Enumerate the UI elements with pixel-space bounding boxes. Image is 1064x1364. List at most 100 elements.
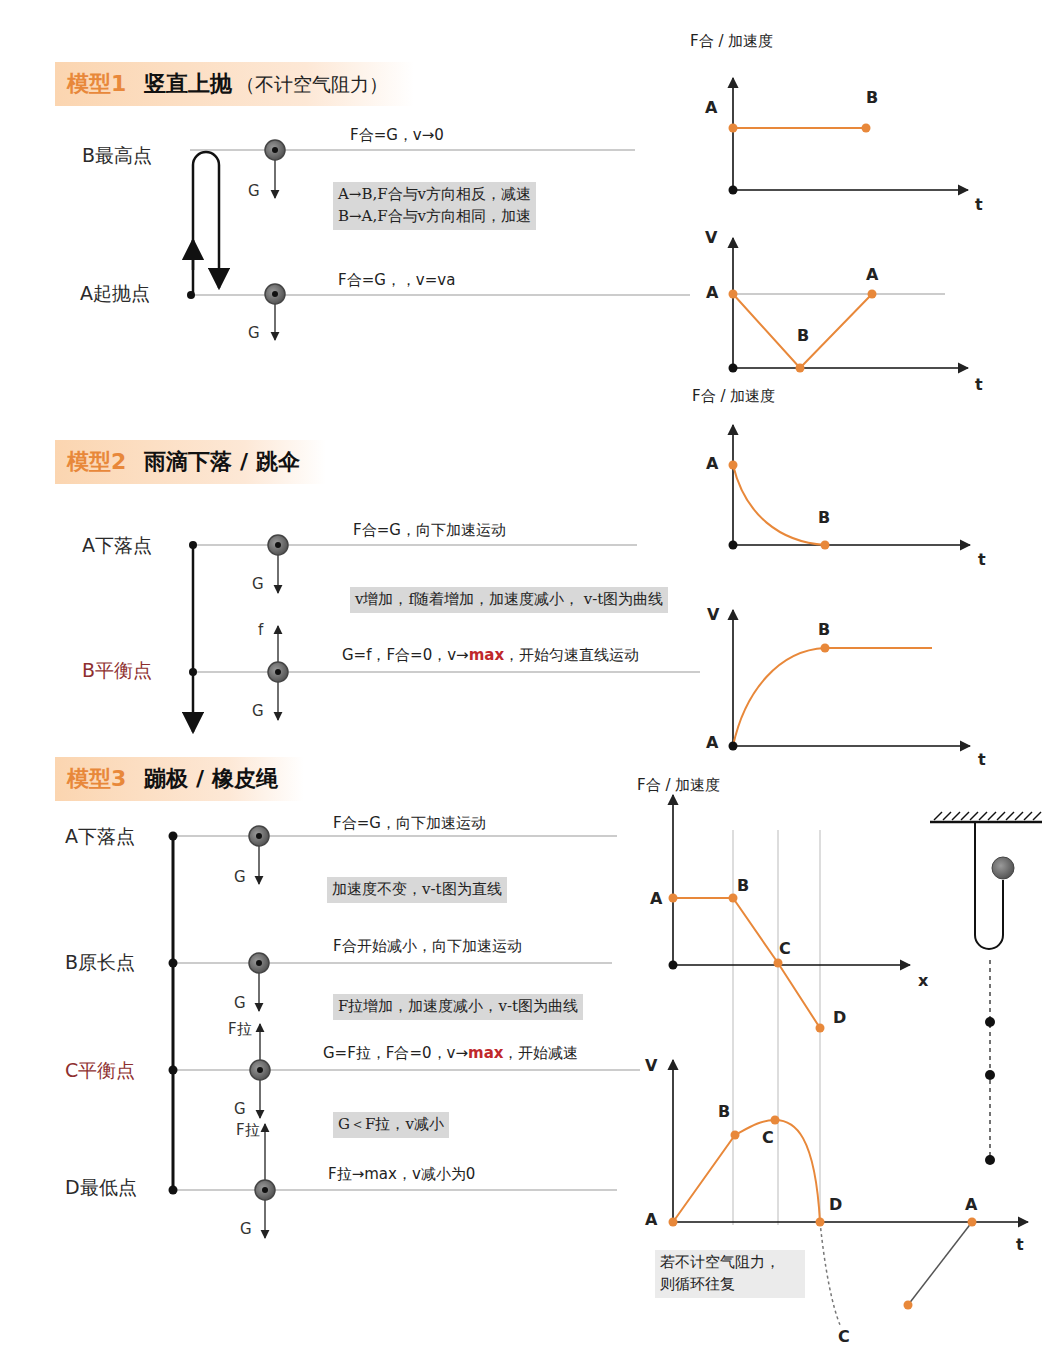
- axis-label: V: [705, 229, 717, 247]
- ball-center: [169, 959, 178, 968]
- bungee-sketch: [952, 812, 960, 820]
- model1-figure: [190, 150, 690, 295]
- section-header: 模型3蹦极 / 橡皮绳: [55, 757, 304, 801]
- origin-dot: [729, 364, 738, 373]
- bungee-sketch: [988, 812, 996, 820]
- graph-point: [821, 541, 830, 550]
- ball-center: [256, 960, 262, 966]
- axis-label: A: [645, 1211, 657, 1229]
- note-text: A→B,F合与v方向相反，减速: [338, 184, 531, 206]
- force-label: G: [248, 325, 260, 342]
- model2-figure: [193, 544, 637, 545]
- note-box: F拉增加，加速度减小，v-t图为曲线: [333, 994, 583, 1020]
- formula-text: max: [469, 647, 504, 664]
- ball: [268, 535, 288, 555]
- graph-curve: [733, 128, 872, 368]
- ball: [268, 662, 288, 682]
- graph-point: [816, 1024, 825, 1033]
- gravity-arrow: [274, 160, 275, 198]
- formula-text: G=f，F合=0，v→: [342, 647, 469, 664]
- fall-path: [172, 836, 175, 1190]
- axis-label: V: [645, 1057, 657, 1075]
- bungee-sketch: [934, 812, 1041, 820]
- bungee-sketch: [989, 960, 991, 1165]
- force-arrow: [259, 1024, 260, 1060]
- model2-figure: [193, 545, 700, 672]
- bungee-sketch: [943, 812, 951, 820]
- axis-title: F合 / 加速度: [692, 388, 775, 405]
- repeat-curve: [908, 1222, 972, 1305]
- formula-text: F拉→max，v减小为0: [328, 1166, 475, 1183]
- axis-label: B: [737, 877, 749, 895]
- graph-point: [904, 1301, 913, 1310]
- graph-point: [816, 1218, 825, 1227]
- note-text: 若不计空气阻力， 则循环往复: [660, 1252, 800, 1296]
- model1-figure: [190, 149, 635, 150]
- bungee-sketch: [1006, 812, 1014, 820]
- guide-line: [733, 830, 820, 1225]
- point-label: C平衡点: [65, 1060, 135, 1082]
- graph-axis: [732, 78, 734, 190]
- graph-axis: [733, 367, 968, 369]
- axis-label: t: [1016, 1236, 1024, 1254]
- model-title: 蹦极 / 橡皮绳: [144, 764, 277, 794]
- force-arrow: [264, 1124, 265, 1180]
- graph-axis: [733, 544, 970, 546]
- force-arrow: [277, 626, 278, 662]
- origin-dot: [729, 541, 738, 550]
- model-number: 模型1: [67, 69, 126, 99]
- graph-point: [868, 290, 877, 299]
- ball-center: [169, 1186, 178, 1195]
- graph-curve: [673, 1120, 820, 1222]
- graph-axis: [732, 238, 734, 368]
- force-label: f: [258, 622, 263, 639]
- graph-point: [729, 461, 738, 470]
- point-label: A起抛点: [80, 283, 150, 305]
- model3-figure: [173, 835, 617, 836]
- axis-label: B: [797, 327, 809, 345]
- force-arrow: [259, 1080, 260, 1118]
- force-label: G: [234, 1101, 246, 1118]
- axis-label: D: [833, 1009, 846, 1027]
- graph-axis: [733, 78, 968, 368]
- formula-text: F合=G，，v=va: [338, 272, 455, 289]
- origin-dot: [669, 961, 678, 970]
- axis-label: C: [779, 940, 791, 958]
- note-text: v增加，f随着增加，加速度减小， v-t图为曲线: [355, 589, 663, 611]
- graph-curve: [733, 465, 932, 746]
- ball-center: [187, 291, 195, 299]
- note-box: A→B,F合与v方向相反，减速B→A,F合与v方向相同，加速: [333, 182, 536, 230]
- bungee-sketch: [975, 822, 1003, 949]
- gravity-arrow: [274, 304, 275, 340]
- section-header: 模型2雨滴下落 / 跳伞: [55, 440, 326, 484]
- force-arrow: [259, 846, 265, 1238]
- note-text: G＜F拉，v减小: [338, 1114, 444, 1136]
- ball-center: [256, 833, 262, 839]
- note-text: B→A,F合与v方向相同，加速: [338, 206, 531, 228]
- graph-axis: [673, 964, 910, 966]
- axis-title: F合 / 加速度: [637, 777, 720, 794]
- origin-dot: [729, 742, 738, 751]
- formula-text: F合开始减小，向下加速运动: [333, 938, 522, 955]
- model-title: （不计空气阻力）: [236, 72, 388, 98]
- origin-dot: [729, 186, 738, 373]
- graph-axis: [672, 795, 674, 965]
- graph-point: [669, 894, 678, 903]
- graph-point: [796, 364, 805, 373]
- force-arrow: [264, 1200, 265, 1238]
- graph-point: [731, 1131, 740, 1140]
- axis-label: A: [706, 284, 718, 302]
- note-text: F拉增加，加速度减小，v-t图为曲线: [338, 996, 578, 1018]
- axis-label: A: [705, 99, 717, 117]
- bungee-sketch: [1015, 812, 1023, 820]
- graph-point: [669, 894, 977, 1310]
- ball-center: [272, 147, 278, 153]
- graph-point: [729, 461, 830, 653]
- model3-figure: [173, 836, 640, 1190]
- model-number: 模型2: [67, 447, 126, 477]
- bungee-sketch: [930, 812, 1042, 1165]
- axis-label: D: [829, 1196, 842, 1214]
- force-label: G: [248, 183, 260, 200]
- formula-text: G=F拉，F合=0，v→: [323, 1045, 468, 1062]
